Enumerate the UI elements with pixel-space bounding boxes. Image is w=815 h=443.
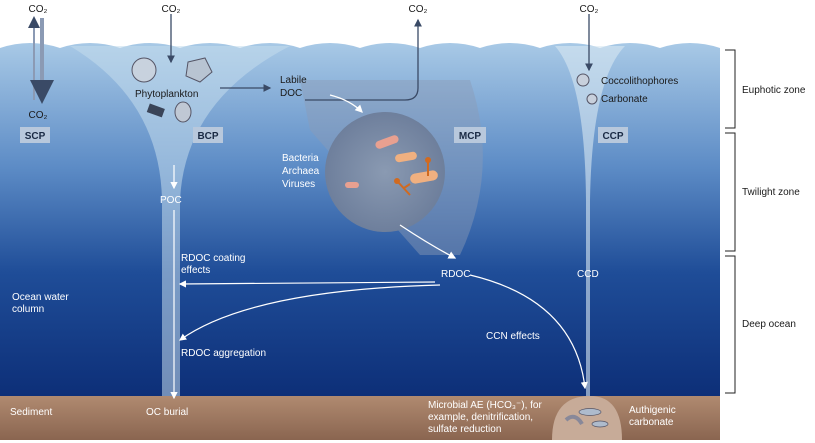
authigenic-carbonate-label: Authigenic: [629, 405, 676, 416]
microbe-icon: [591, 420, 609, 428]
carbonate-label: Carbonate: [601, 94, 648, 105]
ccp-funnel: [555, 46, 625, 396]
euphotic-bracket: [725, 49, 736, 129]
co2-label: CO₂: [162, 4, 181, 15]
phytoplankton-label: Phytoplankton: [135, 89, 198, 100]
authigenic-carbonate-label: carbonate: [629, 417, 674, 428]
ccn-effects-label: CCN effects: [486, 331, 540, 342]
ccn-effects-arrow: [469, 274, 588, 390]
cyanobacteria-icon: [146, 103, 165, 118]
doc-respiration-arrow: [305, 18, 422, 101]
microbe-icon: [564, 414, 584, 426]
mcp-circle: [325, 112, 445, 232]
co2-label: CO₂: [29, 4, 48, 15]
virus-icon: [425, 157, 431, 163]
labile-doc-label: Labile: [280, 75, 307, 86]
scp-tag: [20, 127, 50, 143]
microbes-label: Bacteria: [282, 153, 319, 164]
ccd-label: CCD: [577, 269, 599, 280]
co2-label: CO₂: [29, 110, 48, 121]
microbial-ae-label: example, denitrification,: [428, 412, 533, 423]
rdoc-coating-arrow: [178, 280, 436, 288]
rdoc-aggregation-label: RDOC aggregation: [181, 348, 266, 359]
oc-burial-label: OC burial: [146, 407, 188, 418]
bcp-tag: [193, 127, 223, 143]
microbes-label: Viruses: [282, 179, 315, 190]
co2-label: CO₂: [580, 4, 599, 15]
ocean-water-column-label: column: [12, 304, 44, 315]
ccp-label: CCP: [602, 131, 623, 142]
bacterium-icon: [345, 182, 359, 188]
carbonate-icon: [586, 93, 598, 105]
microbe-icon: [578, 408, 602, 416]
zone-twilight-label: Twilight zone: [742, 187, 800, 198]
rdoc-coating-label: effects: [181, 265, 210, 276]
ocean-water-column-label: Ocean water: [12, 292, 69, 303]
bacterium-icon: [395, 151, 417, 163]
microbial-ae-label: Microbial AE (HCO₃⁻), for: [428, 400, 542, 411]
ccp-tag: [598, 127, 628, 143]
dinoflagellate-icon: [185, 57, 213, 83]
microbes-label: Archaea: [282, 166, 320, 177]
authigenic-mound: [552, 396, 622, 440]
bcp-funnel: [70, 46, 290, 396]
microbial-ae-label: sulfate reduction: [428, 424, 501, 435]
mcp-tag: [454, 127, 486, 143]
coccolithophores-label: Coccolithophores: [601, 76, 678, 87]
bcp-label: BCP: [197, 131, 218, 142]
sediment-label: Sediment: [10, 407, 52, 418]
zone-euphotic-label: Euphotic zone: [742, 85, 806, 96]
virus-icon: [394, 178, 400, 184]
scp-label: SCP: [25, 131, 46, 142]
twilight-bracket: [725, 132, 736, 252]
zone-deep-label: Deep ocean: [742, 319, 796, 330]
coccolith-plankton-icon: [174, 101, 192, 123]
rdoc-aggregation-arrow: [179, 284, 441, 341]
poc-label: POC: [160, 195, 182, 206]
diatom-icon: [131, 57, 157, 83]
rdoc-coating-label: RDOC coating: [181, 253, 245, 264]
co2-label: CO₂: [409, 4, 428, 15]
bacterium-icon: [410, 170, 438, 184]
bacterium-icon: [375, 135, 399, 149]
doc-into-mcp-arrow: [329, 94, 363, 113]
rdoc-label: RDOC: [441, 269, 470, 280]
coccolithophore-icon: [576, 73, 590, 87]
mcp-label: MCP: [459, 131, 482, 142]
mcp-to-rdoc-arrow: [399, 224, 457, 259]
labile-doc-label: DOC: [280, 88, 302, 99]
deep-bracket: [725, 255, 736, 394]
